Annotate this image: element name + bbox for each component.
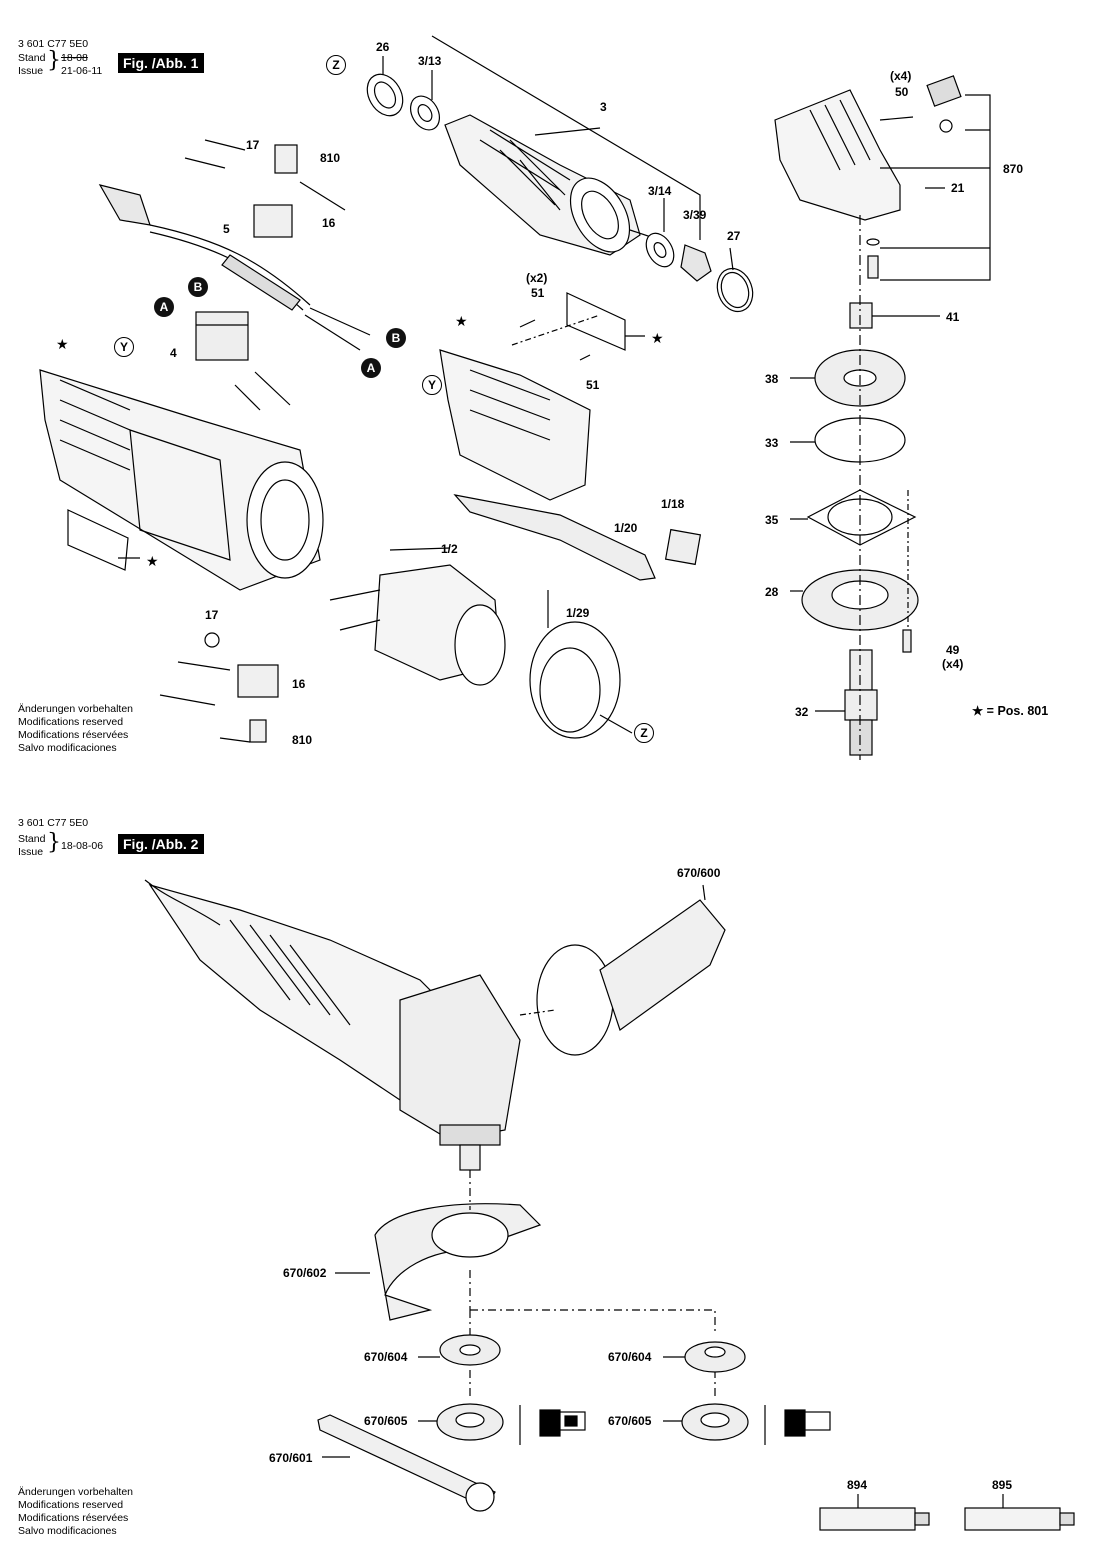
part-label: 17	[246, 138, 260, 152]
part-label: 51	[586, 378, 600, 392]
part-label: 4	[170, 346, 177, 360]
part-label: 33	[765, 436, 779, 450]
part-label: 35	[765, 513, 779, 527]
part-label: 670/605	[364, 1414, 408, 1428]
armature-drawing	[444, 114, 661, 256]
part-label: 1/2	[441, 542, 458, 556]
doc-number: 3 601 C77 5E0	[18, 817, 89, 829]
part-label: 1/18	[661, 497, 685, 511]
part-label: 51	[531, 286, 545, 300]
issue-label: Issue	[18, 65, 44, 77]
part-label: 27	[727, 229, 741, 243]
marker-y: Y	[114, 337, 134, 357]
stand-label: Stand	[18, 52, 46, 64]
modifications-notes: Änderungen vorbehalten Modifications res…	[18, 703, 133, 755]
part-qty: (x2)	[526, 271, 548, 285]
grinder-assembly-drawing	[144, 879, 521, 1171]
gear-head-drawing	[774, 75, 962, 221]
figure-badge: Fig. /Abb. 2	[118, 834, 205, 854]
part-label: 3	[600, 100, 607, 114]
marker-a: A	[154, 297, 174, 317]
note-line: Salvo modificaciones	[18, 1525, 117, 1537]
part-label: 810	[320, 151, 341, 165]
note-line: Änderungen vorbehalten	[18, 703, 134, 715]
note-line: Modifications reserved	[18, 1499, 124, 1511]
part-qty: (x4)	[942, 657, 964, 671]
marker-a: A	[361, 358, 381, 378]
part-label: 3/13	[418, 54, 442, 68]
part-label: 50	[895, 85, 909, 99]
marker-b: B	[386, 328, 406, 348]
part-label: 670/600	[677, 866, 721, 880]
issue-label: Issue	[18, 846, 44, 858]
part-label: 670/604	[608, 1350, 652, 1364]
part-label: 1/20	[614, 521, 638, 535]
star-legend: ★ = Pos. 801	[972, 704, 1049, 718]
star-marker: ★	[146, 554, 159, 570]
doc-number: 3 601 C77 5E0	[18, 38, 89, 50]
part-label: 5	[223, 222, 230, 236]
field-coil-drawing	[329, 547, 506, 686]
part-label: 894	[847, 1478, 868, 1492]
part-label: 670/604	[364, 1350, 408, 1364]
part-label: 41	[946, 310, 960, 324]
part-label: 870	[1003, 162, 1024, 176]
part-label: 49	[946, 643, 960, 657]
motor-housing-drawing	[39, 369, 324, 591]
part-label: 21	[951, 181, 965, 195]
marker-b: B	[188, 277, 208, 297]
part-label: 38	[765, 372, 779, 386]
issue-date: 21-06-11	[61, 65, 103, 77]
part-label: 1/29	[566, 606, 590, 620]
note-line: Modifications reserved	[18, 716, 124, 728]
star-marker: ★	[56, 337, 69, 353]
note-line: Salvo modificaciones	[18, 742, 117, 754]
stand-label: Stand	[18, 833, 46, 845]
part-label: 26	[376, 40, 390, 54]
figure-badge: Fig. /Abb. 1	[118, 53, 205, 73]
part-label: 17	[205, 608, 219, 622]
part-label: 3/14	[648, 184, 672, 198]
part-label: 895	[992, 1478, 1013, 1492]
brace-icon: }	[47, 830, 61, 855]
marker-z: Z	[326, 55, 346, 75]
part-label: 810	[292, 733, 313, 747]
modifications-notes: Änderungen vorbehalten Modifications res…	[18, 1486, 133, 1538]
part-label: 28	[765, 585, 779, 599]
issue-date: 18-08-06	[61, 840, 104, 852]
note-line: Modifications réservées	[18, 1512, 129, 1524]
note-line: Modifications réservées	[18, 729, 129, 741]
part-label: 670/605	[608, 1414, 652, 1428]
brace-icon: }	[47, 48, 61, 73]
stand-date: 18-08	[61, 52, 88, 64]
part-label: 32	[795, 705, 809, 719]
star-marker: ★	[651, 331, 664, 347]
star-marker: ★	[455, 314, 468, 330]
part-label: 670/602	[283, 1266, 327, 1280]
part-label: 670/601	[269, 1451, 313, 1465]
part-label: 16	[292, 677, 306, 691]
part-qty: (x4)	[890, 69, 912, 83]
marker-y: Y	[422, 375, 442, 395]
note-line: Änderungen vorbehalten	[18, 1486, 134, 1498]
part-label: 16	[322, 216, 336, 230]
part-label: 3/39	[683, 208, 707, 222]
marker-z: Z	[634, 723, 654, 743]
